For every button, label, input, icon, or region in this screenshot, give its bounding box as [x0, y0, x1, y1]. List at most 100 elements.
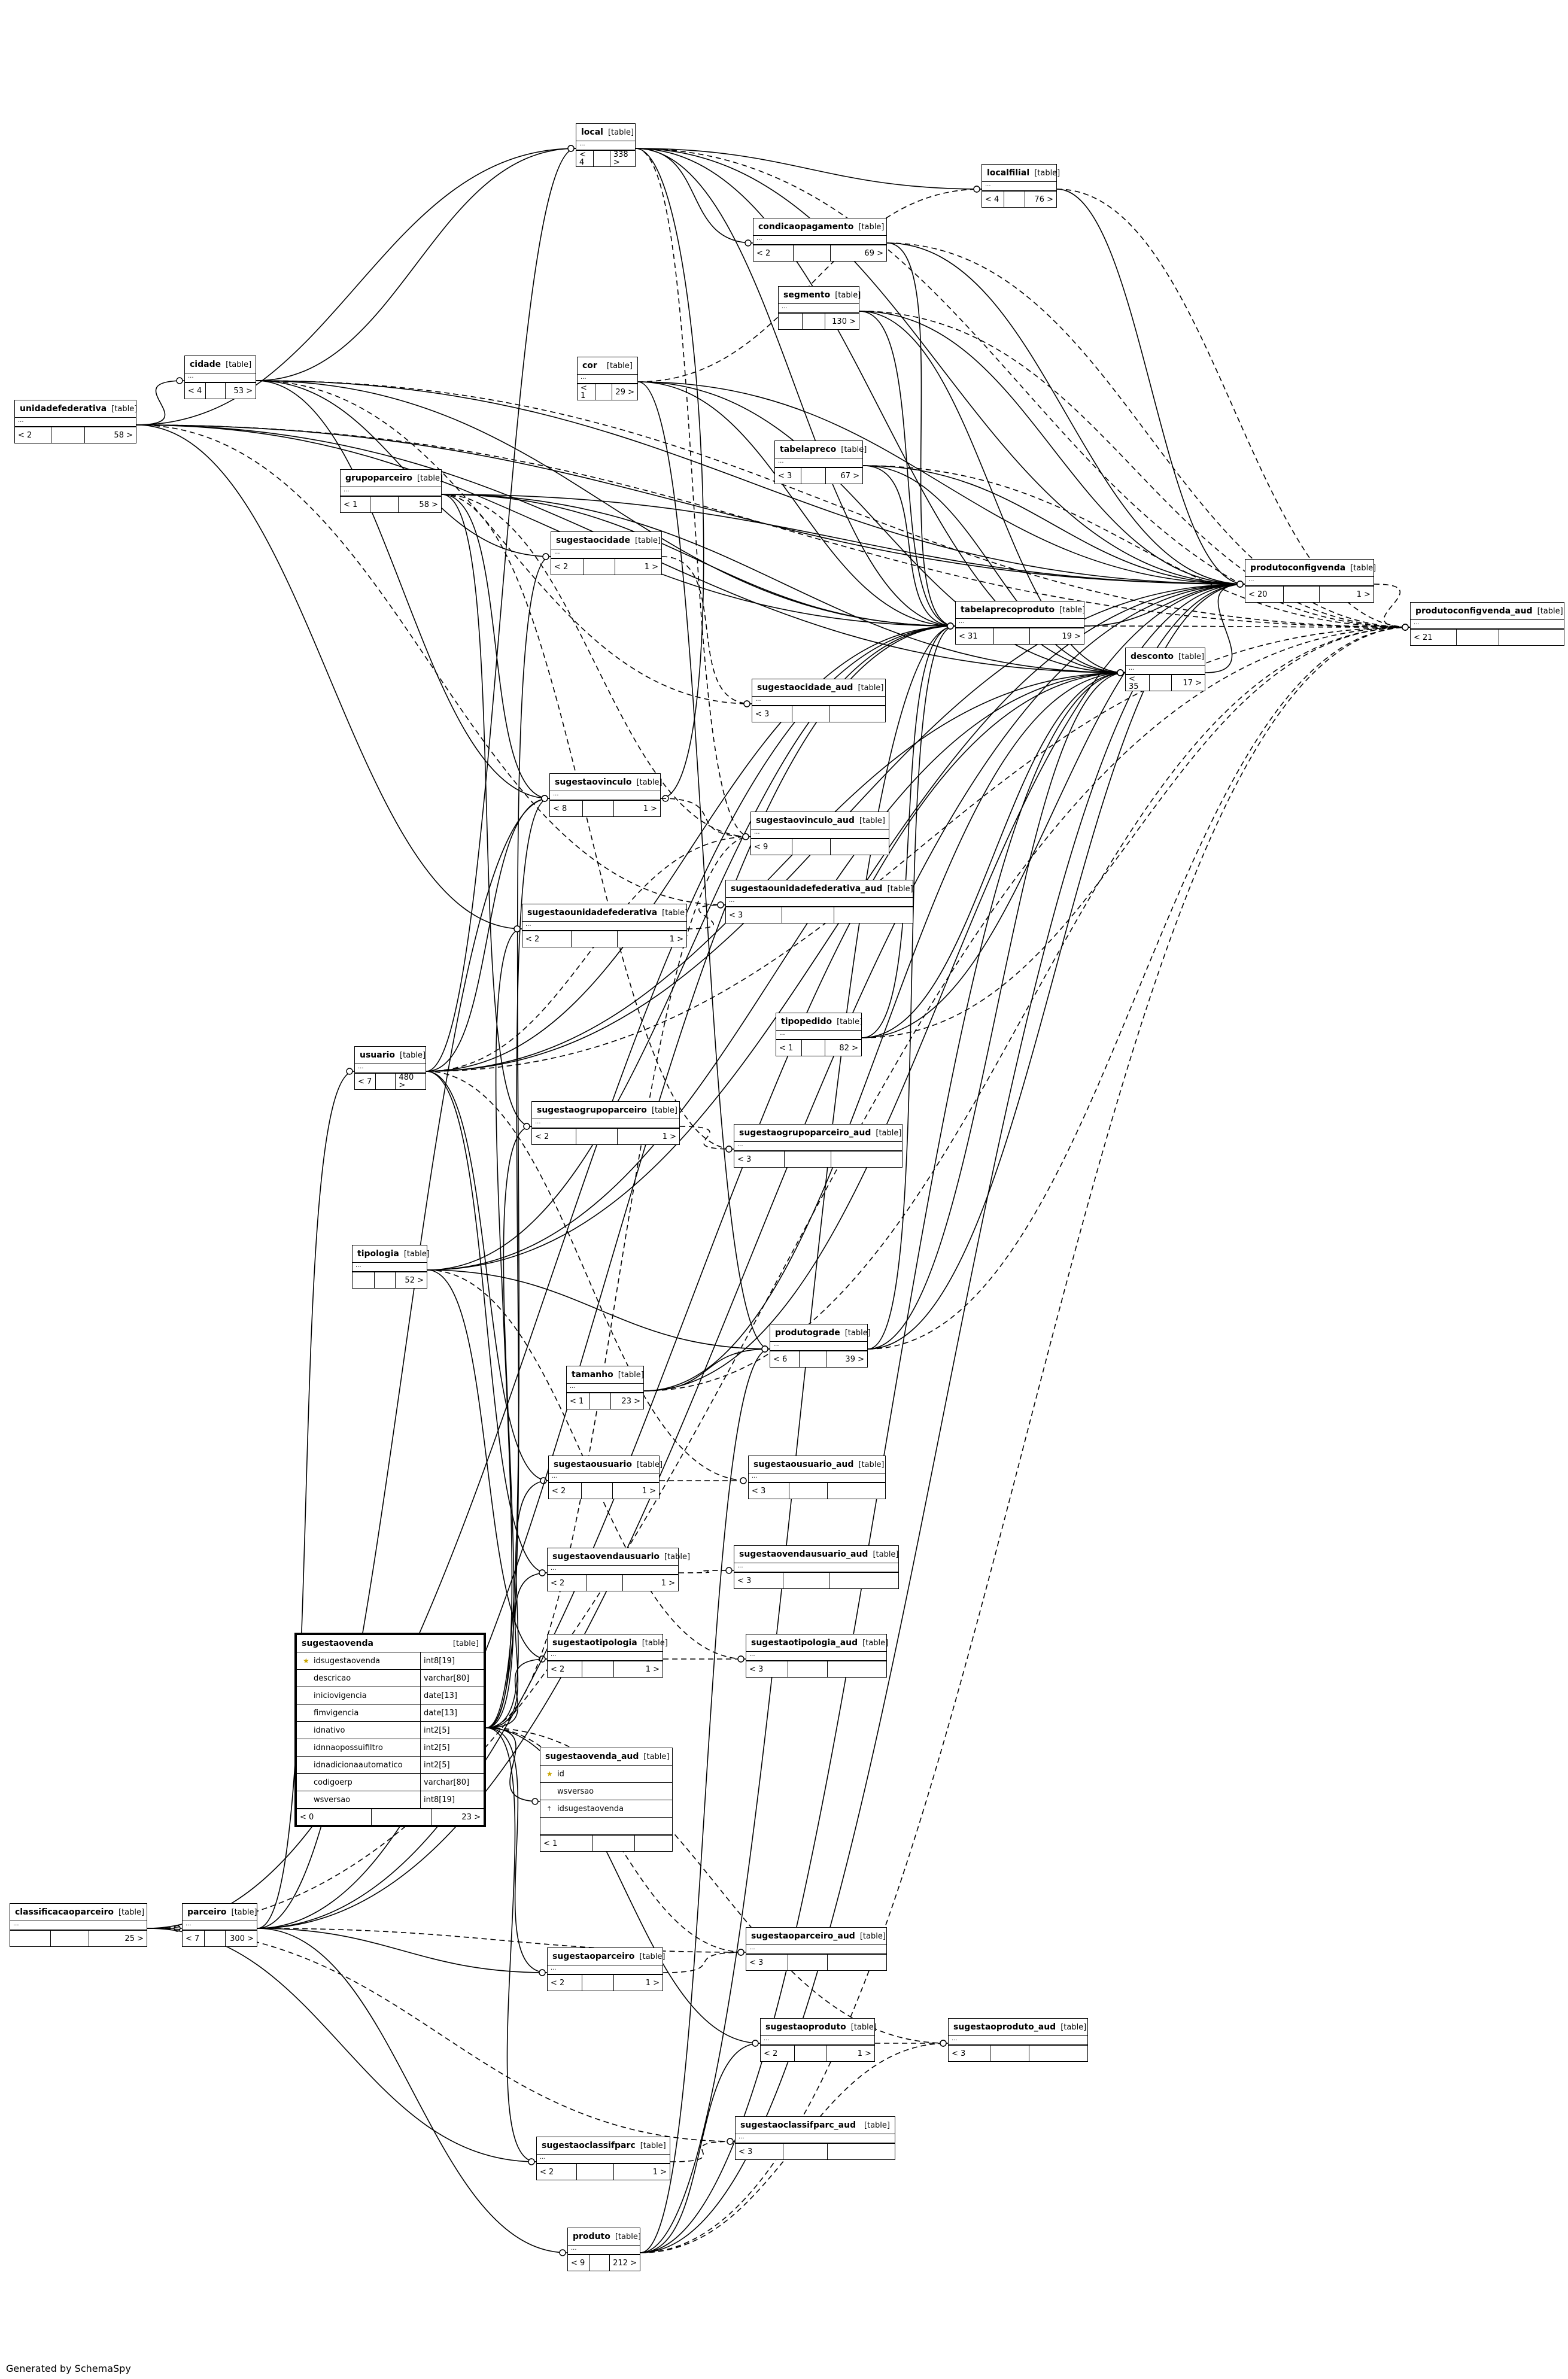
- children-count[interactable]: [828, 1955, 886, 1970]
- children-count[interactable]: 76 >: [1034, 195, 1053, 204]
- children-count[interactable]: [829, 1573, 898, 1588]
- parents-count[interactable]: < 3: [746, 1661, 789, 1677]
- children-count[interactable]: [828, 2144, 895, 2159]
- parents-count[interactable]: < 2: [522, 931, 572, 947]
- children-count[interactable]: 480 >: [399, 1073, 414, 1090]
- parents-count[interactable]: < 3: [746, 1955, 789, 1970]
- children-count[interactable]: 300 >: [230, 1934, 254, 1943]
- parents-count[interactable]: < 21: [1411, 630, 1457, 645]
- parents-count[interactable]: < 6: [770, 1351, 800, 1367]
- children-count[interactable]: 53 >: [233, 386, 253, 396]
- table-sugestaotipologia-aud[interactable]: sugestaotipologia_aud[table]...< 3: [746, 1634, 888, 1678]
- parents-count[interactable]: < 3: [749, 1483, 790, 1499]
- parents-count[interactable]: < 3: [752, 706, 792, 722]
- parents-count[interactable]: < 3: [949, 2046, 990, 2061]
- parents-count[interactable]: < 9: [568, 2255, 589, 2271]
- children-count[interactable]: 1 >: [643, 804, 657, 813]
- parents-count[interactable]: < 4: [982, 192, 1005, 207]
- children-count[interactable]: 23 >: [461, 1812, 481, 1822]
- children-count[interactable]: 52 >: [405, 1275, 424, 1285]
- parents-count[interactable]: < 1: [776, 1040, 802, 1056]
- table-sugestaocidade-aud[interactable]: sugestaocidade_aud[table]...< 3: [752, 679, 886, 722]
- parents-count[interactable]: < 3: [775, 468, 801, 484]
- table-tipologia[interactable]: tipologia[table]...52 >: [352, 1245, 430, 1289]
- parents-count[interactable]: < 20: [1245, 587, 1284, 602]
- children-count[interactable]: [828, 1661, 886, 1677]
- parents-count[interactable]: < 2: [548, 1975, 582, 1991]
- parents-count[interactable]: < 3: [734, 1573, 784, 1588]
- parents-count[interactable]: < 9: [751, 839, 792, 855]
- table-sugestaoclassifparc-aud[interactable]: sugestaoclassifparc_aud[table]...< 3: [735, 2116, 895, 2160]
- parents-count[interactable]: < 4: [185, 383, 206, 399]
- children-count[interactable]: [831, 1151, 902, 1167]
- table-sugestaovinculo-aud[interactable]: sugestaovinculo_aud[table]...< 9: [750, 812, 889, 855]
- table-produtoconfigvenda-aud[interactable]: produtoconfigvenda_aud[table]...< 21: [1410, 602, 1564, 646]
- children-count[interactable]: 338 >: [613, 150, 628, 167]
- children-count[interactable]: 1 >: [662, 1132, 676, 1141]
- children-count[interactable]: [1499, 630, 1564, 645]
- parents-count[interactable]: < 1: [578, 384, 595, 400]
- children-count[interactable]: [834, 907, 913, 923]
- parents-count[interactable]: < 2: [753, 245, 794, 261]
- parents-count[interactable]: < 31: [956, 628, 995, 644]
- children-count[interactable]: 1 >: [645, 1664, 660, 1674]
- parents-count[interactable]: < 1: [341, 497, 371, 512]
- children-count[interactable]: 1 >: [652, 2167, 667, 2177]
- parents-count[interactable]: < 8: [550, 801, 584, 816]
- children-count[interactable]: [831, 839, 889, 855]
- children-count[interactable]: [828, 1483, 885, 1499]
- parents-count[interactable]: [779, 314, 803, 329]
- children-count[interactable]: 1 >: [642, 1486, 656, 1496]
- column-row[interactable]: ↑idsugestaovenda: [540, 1800, 672, 1818]
- children-count[interactable]: 1 >: [661, 1578, 675, 1588]
- parents-count[interactable]: < 2: [548, 1661, 582, 1677]
- parents-count[interactable]: < 3: [726, 907, 782, 923]
- children-count[interactable]: [1029, 2046, 1087, 2061]
- parents-count[interactable]: < 35: [1126, 675, 1150, 691]
- table-sugestaovendausuario-aud[interactable]: sugestaovendausuario_aud[table]...< 3: [734, 1545, 899, 1589]
- children-count[interactable]: 17 >: [1183, 678, 1202, 688]
- children-count[interactable]: 58 >: [419, 500, 438, 509]
- children-count[interactable]: 39 >: [845, 1354, 864, 1364]
- parents-count[interactable]: < 4: [576, 151, 594, 166]
- children-count[interactable]: 130 >: [832, 317, 856, 326]
- parents-count[interactable]: < 2: [532, 1129, 576, 1144]
- parents-count[interactable]: < 1: [540, 1836, 593, 1851]
- children-count[interactable]: 1 >: [669, 934, 683, 944]
- children-count[interactable]: 1 >: [645, 1978, 660, 1988]
- parents-count[interactable]: < 2: [549, 1483, 582, 1499]
- children-count[interactable]: 67 >: [840, 471, 859, 481]
- children-count[interactable]: 212 >: [613, 2258, 637, 2268]
- children-count[interactable]: 25 >: [124, 1934, 144, 1943]
- children-count[interactable]: [829, 706, 885, 722]
